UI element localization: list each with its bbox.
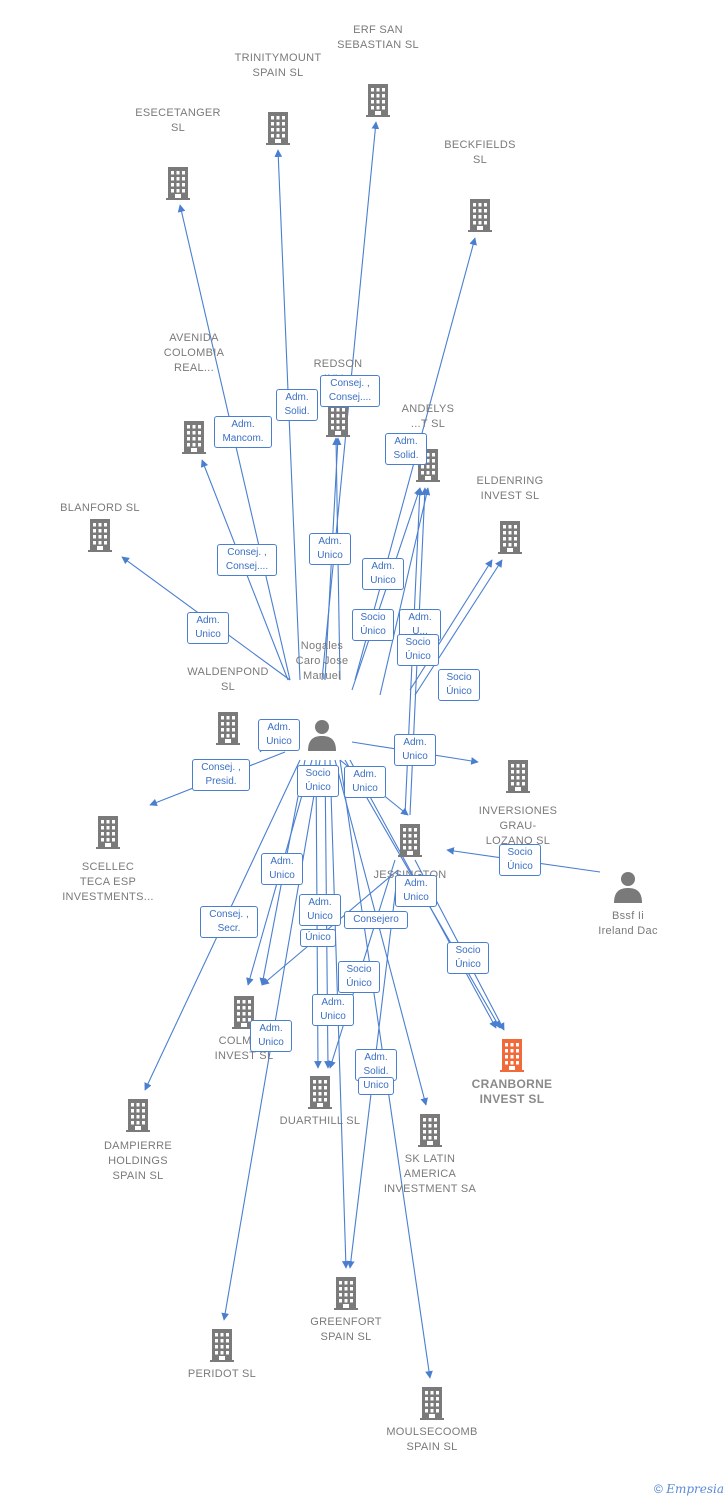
relation-label-r23[interactable]: Consejero [344, 911, 408, 929]
relation-label-r6[interactable]: Adm. Unico [309, 533, 351, 565]
node-label-andelys[interactable]: ANDELYS ...T SL [401, 403, 455, 430]
relation-label-r11[interactable]: Socio Único [397, 634, 439, 666]
building-icon-duarthill[interactable] [303, 1074, 337, 1110]
node-label-colma[interactable]: COLMA... INVEST SL [214, 1035, 274, 1062]
person-icon-bssf[interactable] [611, 869, 645, 905]
node-label-blanford[interactable]: BLANFORD SL [60, 502, 140, 514]
relation-label-r18[interactable]: Socio Único [499, 844, 541, 876]
edge-9 [379, 487, 431, 696]
relation-label-r3[interactable]: Adm. Mancom. [214, 416, 272, 448]
relation-label-r5[interactable]: Consej. , Consej.... [217, 544, 277, 576]
relation-label-r22[interactable]: Adm. Unico [395, 875, 437, 907]
relation-label-r15[interactable]: Consej. , Presid. [192, 759, 250, 791]
node-label-peridot[interactable]: PERIDOT SL [187, 1368, 257, 1380]
node-label-erf[interactable]: ERF SAN SEBASTIAN SL [337, 24, 419, 51]
edge-11 [409, 559, 493, 691]
edge-25 [334, 759, 428, 1106]
building-icon-esecetanger[interactable] [161, 165, 195, 201]
node-label-waldenpond[interactable]: WALDENPOND SL [187, 666, 269, 693]
relation-label-r12[interactable]: Socio Único [438, 669, 480, 701]
relation-label-r4[interactable]: Adm. Solid. [385, 433, 427, 465]
building-icon-peridot[interactable] [205, 1327, 239, 1363]
node-label-eldenring[interactable]: ELDENRING INVEST SL [476, 475, 544, 502]
building-icon-beckfields[interactable] [463, 197, 497, 233]
relation-label-r2[interactable]: Consej. , Consej.... [320, 375, 380, 407]
relation-label-r19[interactable]: Adm. Unico [261, 853, 303, 885]
relation-label-r13[interactable]: Adm. Unico [258, 719, 300, 751]
relation-label-r16[interactable]: Socio Único [297, 765, 339, 797]
node-label-sklatin[interactable]: SK LATIN AMERICA INVESTMENT SA [383, 1153, 477, 1195]
node-label-moulsecoomb[interactable]: MOULSECOOMB SPAIN SL [386, 1426, 478, 1453]
node-label-trinity[interactable]: TRINITYMOUNT SPAIN SL [234, 52, 322, 79]
relation-label-r30[interactable]: Unico [358, 1077, 394, 1095]
relation-label-r20[interactable]: Consej. , Secr. [200, 906, 258, 938]
relation-label-r14[interactable]: Adm. Unico [394, 734, 436, 766]
node-label-duarthill[interactable]: DUARTHILL SL [279, 1115, 361, 1127]
node-label-avenida[interactable]: AVENIDA COLOMBIA REAL... [163, 332, 225, 374]
edge-32 [261, 869, 399, 986]
node-label-cranborne[interactable]: CRANBORNE INVEST SL [471, 1077, 553, 1106]
building-icon-dampierre[interactable] [121, 1097, 155, 1133]
building-icon-sklatin[interactable] [413, 1112, 447, 1148]
building-icon-waldenpond[interactable] [211, 710, 245, 746]
building-icon-jessington[interactable] [393, 822, 427, 858]
footer: © Empresia [654, 1482, 724, 1496]
building-icon-inversiones[interactable] [501, 758, 535, 794]
node-label-dampierre[interactable]: DAMPIERRE HOLDINGS SPAIN SL [103, 1140, 173, 1182]
relation-label-r26[interactable]: Socio Único [447, 942, 489, 974]
building-icon-erf[interactable] [361, 82, 395, 118]
brand-logo[interactable]: Empresia [666, 1482, 724, 1496]
copyright-symbol: © [654, 1482, 663, 1496]
relation-label-r9[interactable]: Socio Único [352, 609, 394, 641]
relation-label-r25[interactable]: Socio Único [338, 961, 380, 993]
relation-label-r27[interactable]: Adm. Unico [312, 994, 354, 1026]
building-icon-avenida[interactable] [177, 419, 211, 455]
person-icon-person[interactable] [305, 717, 339, 753]
building-icon-redson[interactable] [321, 402, 355, 438]
node-label-person[interactable]: Nogales Caro Jose Manuel [295, 640, 349, 682]
relation-label-r17[interactable]: Adm. Unico [344, 766, 386, 798]
building-icon-eldenring[interactable] [493, 519, 527, 555]
relation-label-r21[interactable]: Adm. Unico [299, 894, 341, 926]
building-icon-greenfort[interactable] [329, 1275, 363, 1311]
building-icon-trinity[interactable] [261, 110, 295, 146]
building-icon-colma[interactable] [227, 994, 261, 1030]
edge-12 [414, 559, 503, 696]
node-label-greenfort[interactable]: GREENFORT SPAIN SL [310, 1316, 382, 1343]
relation-label-r28[interactable]: Adm. Unico [250, 1020, 292, 1052]
building-icon-moulsecoomb[interactable] [415, 1385, 449, 1421]
building-icon-scellec[interactable] [91, 814, 125, 850]
node-label-bssf[interactable]: Bssf Ii Ireland Dac [598, 910, 658, 937]
relation-label-r8[interactable]: Adm. Unico [187, 612, 229, 644]
relation-label-r1[interactable]: Adm. Solid. [276, 389, 318, 421]
node-label-beckfields[interactable]: BECKFIELDS SL [444, 139, 516, 166]
building-icon-cranborne[interactable] [495, 1037, 529, 1073]
building-icon-blanford[interactable] [83, 517, 117, 553]
relation-label-r7[interactable]: Adm. Unico [362, 558, 404, 590]
node-label-esecetanger[interactable]: ESECETANGER SL [135, 107, 221, 134]
relation-label-r24[interactable]: Único [300, 929, 336, 947]
node-label-inversiones[interactable]: INVERSIONES GRAU- LOZANO SL [478, 805, 558, 847]
node-label-scellec[interactable]: SCELLEC TECA ESP INVESTMENTS... [62, 861, 154, 903]
